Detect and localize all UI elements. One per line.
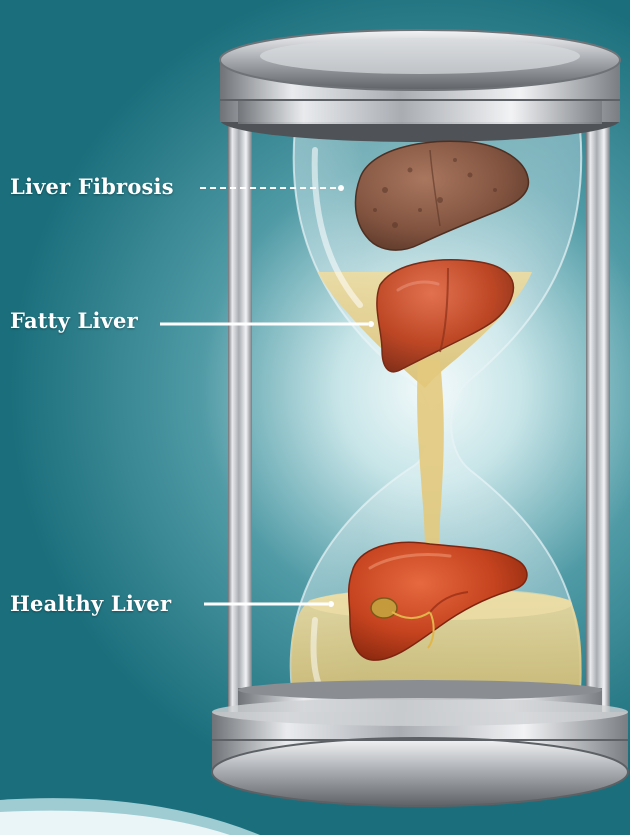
left-post bbox=[228, 112, 252, 742]
label-fatty-liver: Fatty Liver bbox=[10, 308, 138, 333]
label-liver-fibrosis: Liver Fibrosis bbox=[10, 174, 174, 199]
hourglass-base-icon bbox=[212, 680, 628, 806]
hourglass-cap-icon bbox=[220, 30, 620, 142]
right-post bbox=[586, 112, 610, 742]
label-healthy-liver: Healthy Liver bbox=[10, 591, 171, 616]
